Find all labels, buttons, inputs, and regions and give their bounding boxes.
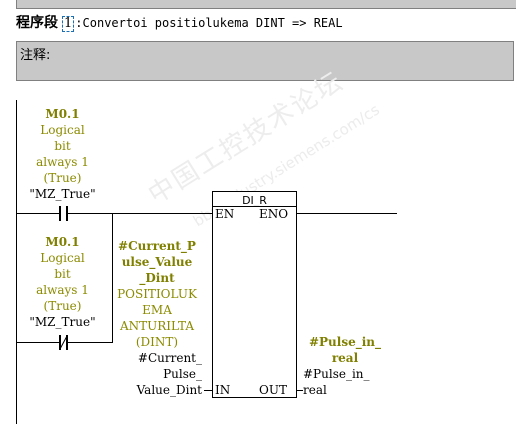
network-colon: : (75, 16, 83, 30)
contact2-comment-line1: Logical (40, 251, 85, 265)
block-en-pin[interactable]: EN (215, 207, 235, 221)
contact2-comment-line2: bit (54, 267, 71, 281)
wire-contact2-out (68, 342, 112, 343)
block-header-divider (212, 206, 297, 207)
out-operand-name-line2: real (331, 351, 359, 365)
in-operand-comment-line2: EMA (142, 303, 172, 317)
wire-rail-to-contact2 (17, 342, 59, 343)
contact1-address: M0.1 (45, 107, 80, 121)
network-label: 程序段 (16, 15, 58, 31)
wire-in (204, 390, 212, 391)
in-operand-comment-line1: POSITIOLUK (117, 287, 197, 301)
block-in-pin[interactable]: IN (215, 383, 231, 397)
contact1-comment-line1: Logical (40, 123, 85, 137)
block-out-pin[interactable]: OUT (259, 383, 287, 397)
in-operand-name-line1: #Current_P (118, 239, 196, 253)
in-operand-value-line3[interactable]: Value_Dint (136, 383, 202, 397)
network-header-strip (16, 0, 516, 9)
contact1-symbol: "MZ_True" (29, 187, 96, 201)
wire-rail-to-contact1 (17, 213, 59, 214)
in-operand-comment-line4: (DINT) (135, 335, 179, 349)
in-operand-name-line2: ulse_Value (121, 255, 193, 269)
power-rail (16, 100, 17, 424)
contact2-negation-slash (59, 335, 68, 350)
in-operand-value-line2[interactable]: Pulse_ (163, 367, 202, 381)
wire-or-branch (112, 213, 113, 343)
contact2-comment-line3: always 1 (36, 283, 89, 297)
in-operand-value-line1[interactable]: #Current_ (137, 351, 202, 365)
wire-contact1-to-en (68, 213, 212, 214)
network-comment-box[interactable]: 注释: (16, 41, 514, 81)
contact2-right-bar[interactable] (66, 335, 68, 350)
di-r-function-block[interactable] (212, 191, 297, 398)
contact1-left-bar[interactable] (59, 206, 61, 221)
block-name: DI_R (242, 194, 267, 207)
out-operand-value-line1[interactable]: #Pulse_in_ (303, 367, 370, 381)
in-operand-comment-line3: ANTURILTA (119, 319, 195, 333)
contact2-symbol: "MZ_True" (29, 315, 96, 329)
out-operand-name-line1: #Pulse_in_ (308, 335, 382, 349)
out-operand-value-line2[interactable]: real (303, 383, 327, 397)
contact1-right-bar[interactable] (66, 206, 68, 221)
contact2-comment-line4: (True) (43, 299, 82, 313)
block-eno-pin[interactable]: ENO (259, 207, 289, 221)
network-number[interactable]: 1 (62, 16, 75, 32)
wire-out (297, 390, 303, 391)
contact2-address: M0.1 (45, 235, 80, 249)
contact2-left-bar[interactable] (59, 335, 61, 350)
network-description[interactable]: Convertoi positiolukema DINT => REAL (82, 16, 343, 30)
wire-eno-out (297, 213, 397, 214)
contact1-comment-line3: always 1 (36, 155, 89, 169)
contact1-comment-line2: bit (54, 139, 71, 153)
comment-label: 注释: (20, 48, 51, 63)
contact1-comment-line4: (True) (43, 171, 82, 185)
in-operand-name-line3: _Dint (139, 271, 175, 285)
